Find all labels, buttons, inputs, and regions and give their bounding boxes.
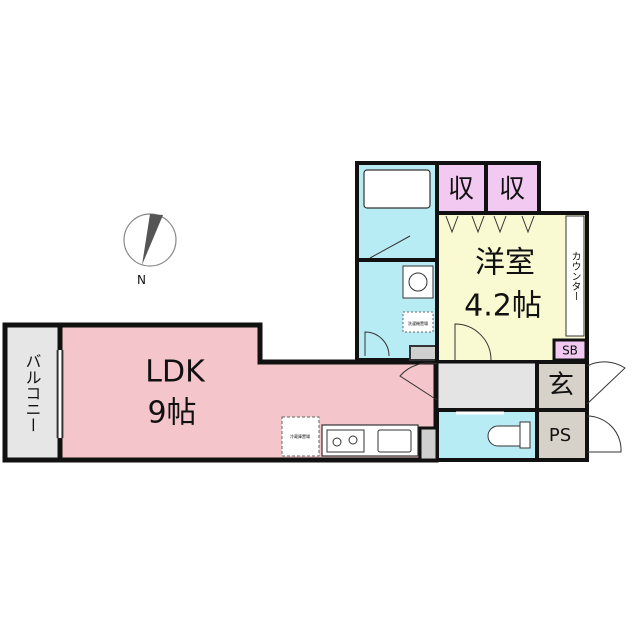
storage-right-label: 収 — [499, 175, 525, 205]
washer-space-label: 洗濯機置場 — [408, 320, 428, 326]
counter-shelf — [565, 215, 585, 337]
ps-door — [586, 415, 622, 453]
ps-shaft — [535, 408, 589, 462]
compass-icon: N — [123, 213, 177, 287]
bathtub-icon — [363, 169, 431, 209]
sb-label: SB — [562, 344, 578, 358]
counter-label: カウンター — [569, 251, 581, 301]
hall-door-left — [399, 362, 438, 401]
sink-icon — [377, 429, 412, 453]
fridge-space — [281, 416, 320, 457]
western-room — [435, 211, 589, 364]
balcony — [2, 322, 63, 463]
washbasin-bowl — [408, 272, 428, 292]
fridge-space-label: 冷蔵庫置場 — [290, 433, 310, 439]
bath-door — [369, 235, 411, 259]
front-door — [586, 361, 626, 405]
balcony-label: バルコニー — [23, 353, 42, 433]
closet-door-marks — [445, 215, 535, 234]
western-room-size: 4.2帖 — [464, 289, 542, 324]
stove-icon — [326, 429, 365, 453]
washroom-step — [409, 345, 438, 361]
hallway — [435, 360, 539, 412]
ps-label: PS — [549, 425, 571, 446]
western-room-door — [454, 323, 492, 361]
washer-space — [402, 311, 434, 333]
ldk-room-size: 9帖 — [147, 396, 196, 431]
entrance — [535, 360, 589, 412]
ldk-room-name: LDK — [145, 355, 206, 390]
entrance-label: 玄 — [548, 371, 574, 401]
toilet-bowl-icon — [487, 425, 521, 447]
western-room-name: 洋室 — [475, 246, 535, 281]
compass-label: N — [137, 273, 146, 287]
washroom-door — [364, 331, 390, 357]
storage-left-label: 収 — [448, 175, 474, 205]
pillar — [418, 426, 439, 462]
toilet-tank — [519, 421, 531, 449]
